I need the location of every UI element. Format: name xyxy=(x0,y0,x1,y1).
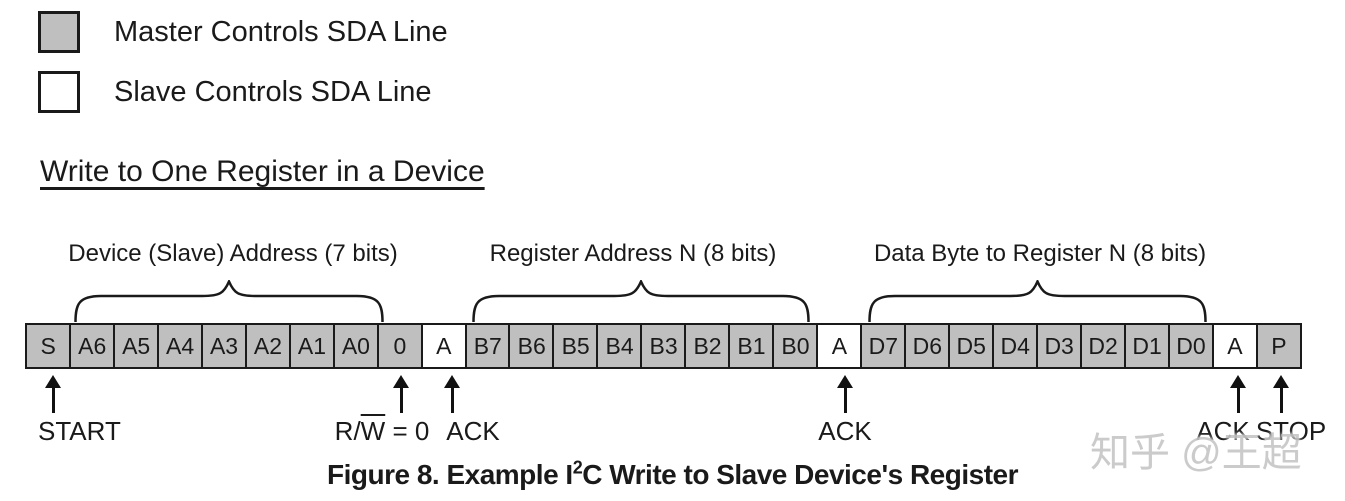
bit-cell-b3: B3 xyxy=(640,323,687,369)
legend-label-slave: Slave Controls SDA Line xyxy=(114,75,432,108)
bit-cell-d4: D4 xyxy=(991,323,1039,369)
brace-1 xyxy=(74,280,384,322)
bit-cell-d3: D3 xyxy=(1035,323,1083,369)
caption-post: C Write to Slave Device's Register xyxy=(582,459,1018,490)
bit-cell-0: 0 xyxy=(376,323,424,369)
arrow-rw xyxy=(393,375,409,413)
bit-cell-a6: A6 xyxy=(68,323,116,369)
bit-cell-a: A xyxy=(816,323,863,369)
bit-cell-s: S xyxy=(25,323,72,369)
bit-cell-a: A xyxy=(420,323,468,369)
bit-cell-b4: B4 xyxy=(596,323,643,369)
figure-caption: Figure 8. Example I2C Write to Slave Dev… xyxy=(0,459,1345,491)
group-label-data-byte: Data Byte to Register N (8 bits) xyxy=(873,240,1207,267)
bit-cell-b2: B2 xyxy=(684,323,731,369)
label-ack-1: ACK xyxy=(446,416,500,446)
bit-cell-d2: D2 xyxy=(1079,323,1127,369)
arrow-ack-3 xyxy=(1230,375,1246,413)
legend-label-master: Master Controls SDA Line xyxy=(114,15,448,48)
bit-cell-a2: A2 xyxy=(244,323,292,369)
bit-cell-a3: A3 xyxy=(200,323,248,369)
arrow-start xyxy=(45,375,61,413)
watermark: 知乎 @王超 xyxy=(1090,431,1302,475)
brace-2 xyxy=(472,280,810,322)
arrow-stop xyxy=(1273,375,1289,413)
label-ack-3: ACK xyxy=(1196,416,1250,446)
bit-cell-d0: D0 xyxy=(1167,323,1215,369)
group-label-register-address: Register Address N (8 bits) xyxy=(489,240,777,267)
bit-cell-d6: D6 xyxy=(904,323,951,369)
label-start: START xyxy=(38,416,121,446)
arrow-ack-1 xyxy=(444,375,460,413)
bit-cell-b0: B0 xyxy=(772,323,819,369)
brace-3 xyxy=(868,280,1207,322)
legend-item-master: Master Controls SDA Line xyxy=(38,11,448,53)
legend-item-slave: Slave Controls SDA Line xyxy=(38,71,432,113)
bit-cell-b5: B5 xyxy=(552,323,599,369)
bit-cell-a4: A4 xyxy=(156,323,204,369)
bit-cell-p: P xyxy=(1255,323,1303,369)
master-swatch xyxy=(38,11,80,53)
bit-cell-a5: A5 xyxy=(112,323,160,369)
bit-cell-b7: B7 xyxy=(464,323,511,369)
bit-cell-b6: B6 xyxy=(508,323,555,369)
bit-cell-a1: A1 xyxy=(288,323,336,369)
arrow-ack-2 xyxy=(837,375,853,413)
bit-cell-d5: D5 xyxy=(948,323,995,369)
label-stop: STOP xyxy=(1255,416,1327,446)
bit-cell-a0: A0 xyxy=(332,323,380,369)
caption-pre: Figure 8. Example I xyxy=(327,459,573,490)
label-ack-2: ACK xyxy=(818,416,872,446)
slave-swatch xyxy=(38,71,80,113)
group-label-device-address: Device (Slave) Address (7 bits) xyxy=(68,240,398,267)
label-rw: R/W = 0 xyxy=(334,416,430,446)
section-heading: Write to One Register in a Device xyxy=(40,155,485,188)
caption-sup: 2 xyxy=(572,457,583,478)
bit-cell-a: A xyxy=(1211,323,1259,369)
bit-cell-d7: D7 xyxy=(860,323,907,369)
bit-cell-b1: B1 xyxy=(728,323,775,369)
bit-cell-d1: D1 xyxy=(1123,323,1171,369)
